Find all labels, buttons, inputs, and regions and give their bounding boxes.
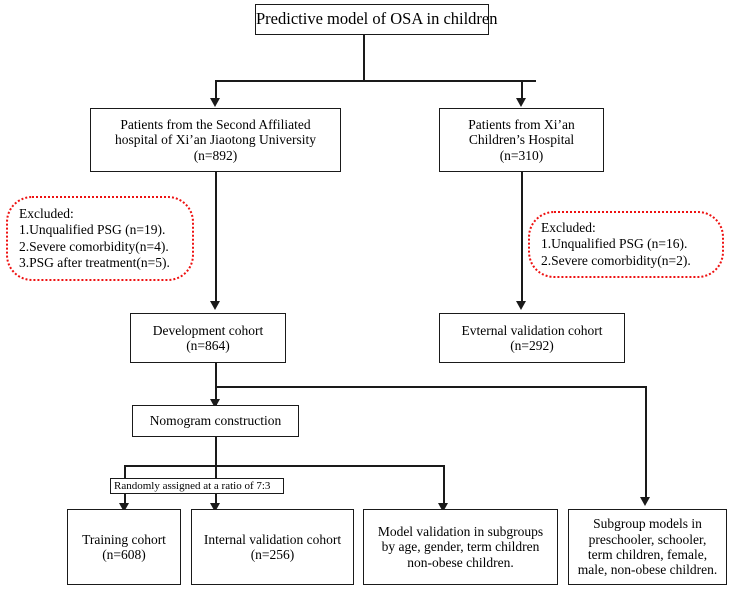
callout-excluded-left-line-1: 1.Unqualified PSG (n=19).: [19, 222, 166, 238]
box-external-cohort-line-1: (n=292): [510, 338, 554, 353]
callout-excluded-right-line-2: 2.Severe comorbidity(n=2).: [541, 252, 691, 268]
callout-excluded-left-line-0: Excluded:: [19, 206, 74, 222]
arrowhead-model-validation: [438, 503, 448, 512]
box-subgroup-models-line-0: Subgroup models in: [593, 516, 702, 532]
arrowhead-training-cohort: [119, 503, 129, 512]
arrowhead-source-right: [516, 98, 526, 107]
connector-nomogram-down: [215, 437, 217, 507]
box-internal-cohort-line-0: Internal validation cohort: [203, 531, 342, 547]
box-source-right: Patients from Xi’an Children’s Hospital …: [439, 108, 604, 172]
callout-excluded-right-line-0: Excluded:: [541, 220, 596, 236]
box-subgroup-models-line-3: male, non-obese children.: [577, 562, 718, 578]
box-training-cohort-line-0: Training cohort: [82, 531, 166, 547]
arrowhead-source-left: [210, 98, 220, 107]
connector-to-source-right: [521, 80, 523, 101]
box-development-cohort-line-1: (n=864): [186, 338, 230, 353]
connector-split-bar-top: [215, 80, 536, 82]
box-source-right-line-1: Children’s Hospital: [468, 132, 575, 148]
box-model-validation-line-2: non-obese children.: [407, 554, 514, 570]
callout-excluded-left-line-3: 3.PSG after treatment(n=5).: [19, 254, 170, 270]
connector-model-validation-down: [443, 465, 445, 507]
callout-excluded-right-line-1: 1.Unqualified PSG (n=16).: [541, 236, 688, 252]
box-development-cohort-line-0: Development cohort: [152, 322, 264, 338]
box-subgroup-models-line-1: preschooler, schooler,: [588, 531, 707, 547]
connector-left-to-development: [215, 172, 217, 305]
box-training-cohort-line-1: (n=608): [102, 547, 146, 562]
box-title: Predictive model of OSA in children: [255, 4, 498, 35]
box-external-cohort-line-0: Evternal validation cohort: [461, 322, 603, 338]
connector-fanout-bar: [124, 465, 444, 467]
box-subgroup-models-line-2: term children, female,: [587, 547, 708, 562]
box-subgroup-models: Subgroup models in preschooler, schooler…: [568, 509, 727, 585]
connector-development-down: [215, 363, 217, 407]
box-model-validation-line-0: Model validation in subgroups: [377, 523, 544, 539]
arrowhead-internal-cohort: [210, 503, 220, 512]
box-source-left: Patients from the Second Affiliated hosp…: [90, 108, 341, 172]
box-internal-cohort: Internal validation cohort (n=256): [191, 509, 354, 585]
box-external-cohort: Evternal validation cohort (n=292): [439, 313, 625, 363]
arrowhead-external-cohort: [516, 301, 526, 310]
callout-excluded-left-line-2: 2.Severe comorbidity(n=4).: [19, 238, 169, 254]
connector-title-down: [363, 34, 365, 81]
box-training-cohort: Training cohort (n=608): [67, 509, 181, 585]
box-source-left-line-1: hospital of Xi’an Jiaotong University: [115, 132, 316, 148]
connector-subgroup-down: [645, 386, 647, 501]
connector-to-source-left: [215, 80, 217, 101]
label-random-split: Randomly assigned at a ratio of 7:3: [110, 478, 284, 494]
box-source-left-line-0: Patients from the Second Affiliated: [120, 116, 311, 132]
arrowhead-nomogram: [210, 399, 220, 408]
box-development-cohort: Development cohort (n=864): [130, 313, 286, 363]
connector-branch-to-subgroup: [215, 386, 646, 388]
connector-right-to-external: [521, 172, 523, 305]
arrowhead-development-cohort: [210, 301, 220, 310]
box-model-validation-line-1: by age, gender, term children: [381, 539, 540, 555]
box-title-line-0: Predictive model of OSA in children: [256, 9, 498, 29]
box-internal-cohort-line-1: (n=256): [250, 547, 295, 562]
box-source-right-line-2: (n=310): [499, 147, 544, 163]
box-nomogram-construction: Nomogram construction: [132, 405, 299, 437]
box-nomogram-line-0: Nomogram construction: [149, 413, 282, 429]
callout-excluded-left: Excluded: 1.Unqualified PSG (n=19). 2.Se…: [6, 196, 194, 281]
box-model-validation: Model validation in subgroups by age, ge…: [363, 509, 558, 585]
callout-excluded-right: Excluded: 1.Unqualified PSG (n=16). 2.Se…: [528, 211, 724, 278]
arrowhead-subgroup-models: [640, 497, 650, 506]
box-source-left-line-2: (n=892): [193, 147, 238, 163]
box-source-right-line-0: Patients from Xi’an: [468, 116, 575, 132]
label-random-split-text: Randomly assigned at a ratio of 7:3: [114, 479, 271, 492]
